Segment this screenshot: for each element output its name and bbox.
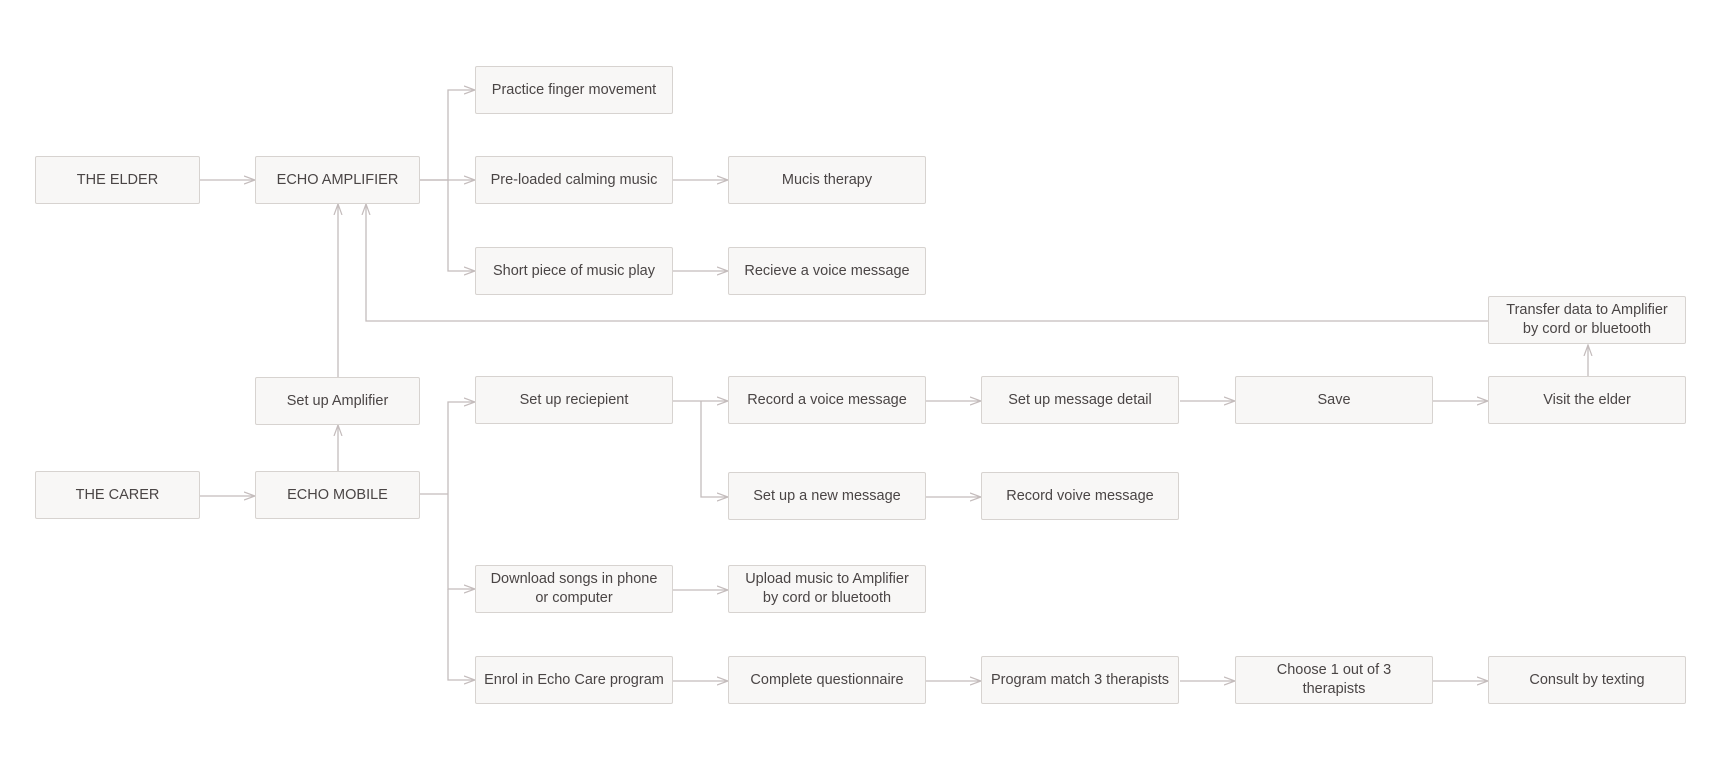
edge-transfer-to-amplifier xyxy=(366,204,1488,322)
node-set-up-message-detail: Set up message detail xyxy=(981,376,1179,424)
node-visit-the-elder: Visit the elder xyxy=(1488,376,1686,424)
node-program-match-therapists: Program match 3 therapists xyxy=(981,656,1179,704)
node-echo-mobile: ECHO MOBILE xyxy=(255,471,420,519)
node-upload-music: Upload music to Amplifier by cord or blu… xyxy=(728,565,926,613)
node-the-elder: THE ELDER xyxy=(35,156,200,204)
node-preloaded-calming-music: Pre-loaded calming music xyxy=(475,156,673,204)
node-set-up-new-message: Set up a new message xyxy=(728,472,926,520)
edge-mobile-to-enrol xyxy=(447,589,475,680)
node-recieve-voice-message: Recieve a voice message xyxy=(728,247,926,295)
node-mucis-therapy: Mucis therapy xyxy=(728,156,926,204)
node-practice-finger-movement: Practice finger movement xyxy=(475,66,673,114)
edge-reciepient-to-new-message xyxy=(700,401,728,497)
node-enrol-echo-care: Enrol in Echo Care program xyxy=(475,656,673,704)
node-echo-amplifier: ECHO AMPLIFIER xyxy=(255,156,420,204)
edge-amplifier-to-short-piece xyxy=(447,180,475,271)
node-record-voice-message: Record a voice message xyxy=(728,376,926,424)
node-consult-by-texting: Consult by texting xyxy=(1488,656,1686,704)
node-the-carer: THE CARER xyxy=(35,471,200,519)
edge-amplifier-to-practice xyxy=(420,90,475,181)
node-download-songs: Download songs in phone or computer xyxy=(475,565,673,613)
node-save: Save xyxy=(1235,376,1433,424)
edge-mobile-to-reciepient xyxy=(447,402,475,494)
node-set-up-reciepient: Set up reciepient xyxy=(475,376,673,424)
node-record-voive-message: Record voive message xyxy=(981,472,1179,520)
edge-mobile-to-download xyxy=(447,494,475,589)
node-choose-therapist: Choose 1 out of 3 therapists xyxy=(1235,656,1433,704)
node-complete-questionnaire: Complete questionnaire xyxy=(728,656,926,704)
node-set-up-amplifier: Set up Amplifier xyxy=(255,377,420,425)
node-transfer-data: Transfer data to Amplifier by cord or bl… xyxy=(1488,296,1686,344)
node-short-piece-music: Short piece of music play xyxy=(475,247,673,295)
